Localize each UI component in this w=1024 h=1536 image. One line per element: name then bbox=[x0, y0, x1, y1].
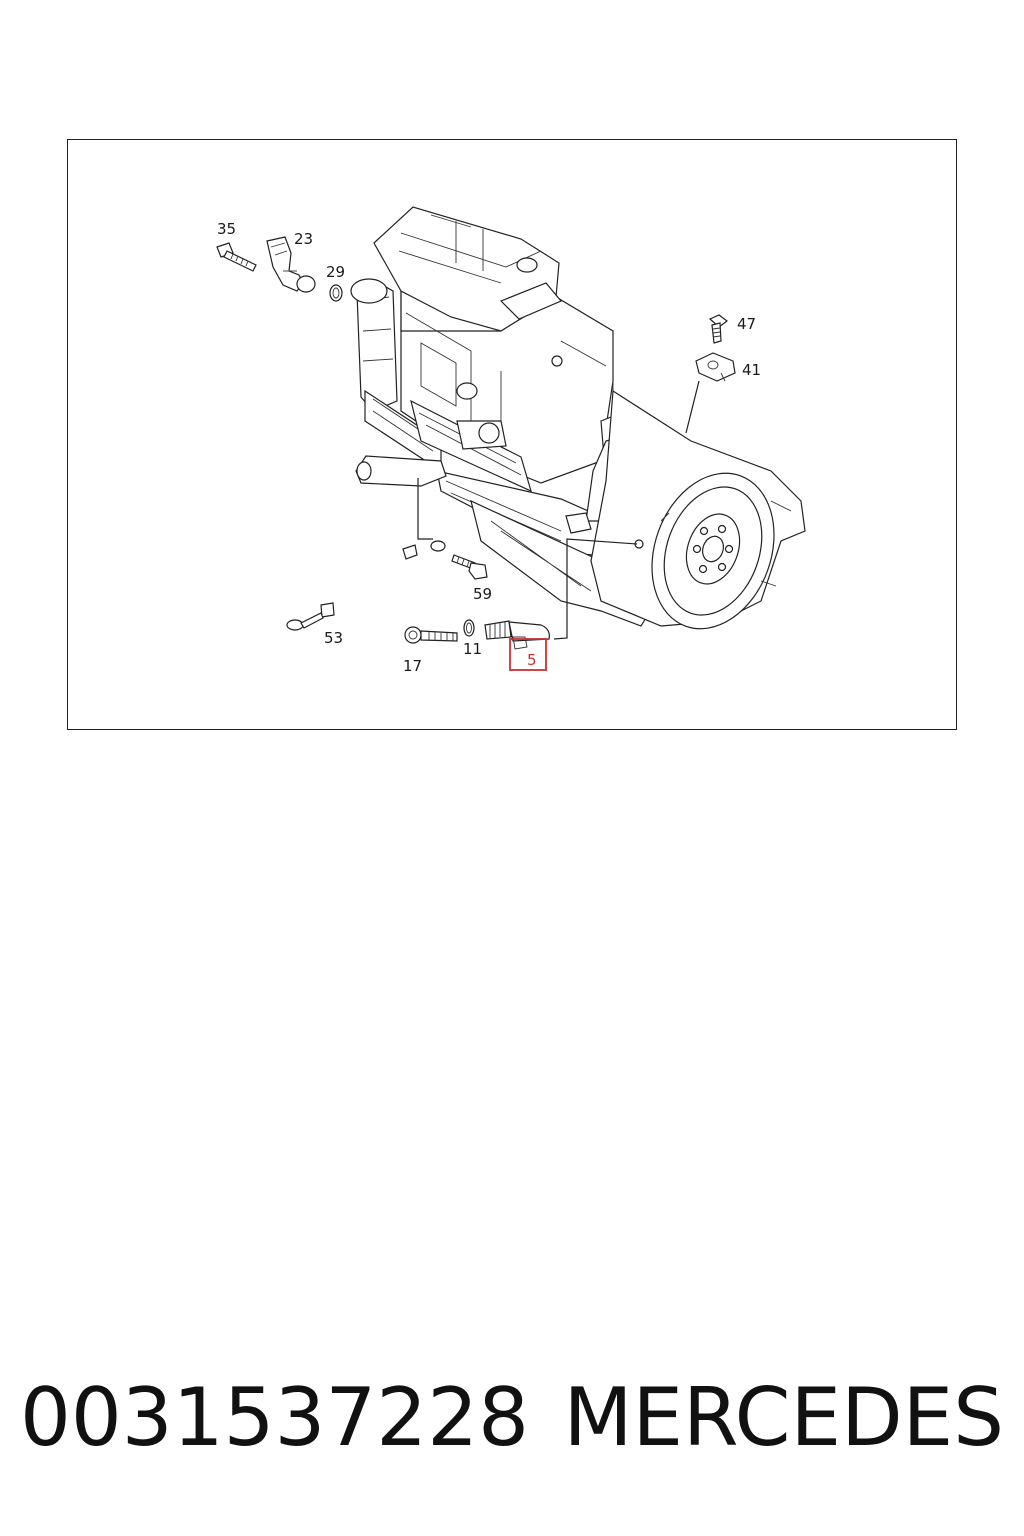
callout-59[interactable]: 59 bbox=[473, 585, 492, 603]
callout-41[interactable]: 41 bbox=[742, 361, 761, 379]
callout-5[interactable]: 5 bbox=[527, 651, 537, 669]
diagram-frame: 35 23 29 47 41 bbox=[67, 139, 957, 730]
leader-53 bbox=[417, 478, 433, 540]
part-35-bolt bbox=[216, 242, 257, 272]
leader-5 bbox=[553, 538, 638, 640]
callout-53[interactable]: 53 bbox=[324, 629, 343, 647]
part-47-bolt bbox=[708, 314, 728, 344]
part-23-sensor bbox=[266, 236, 316, 293]
part-29-seal bbox=[329, 284, 343, 302]
callout-29[interactable]: 29 bbox=[326, 263, 345, 281]
transmission-drawing bbox=[590, 389, 806, 630]
part-17-bolt bbox=[404, 626, 458, 644]
callout-47[interactable]: 47 bbox=[737, 315, 756, 333]
part-5-sensor bbox=[484, 620, 550, 650]
part-59-bolt bbox=[451, 554, 488, 580]
part-53-cable bbox=[286, 540, 446, 631]
part-11-seal bbox=[463, 619, 475, 637]
engine-parts-diagram: 35 23 29 47 41 bbox=[216, 206, 806, 675]
leader-41 bbox=[685, 380, 700, 434]
part-41-sensor bbox=[695, 352, 736, 382]
engine-drawing bbox=[350, 206, 657, 627]
callout-17[interactable]: 17 bbox=[403, 657, 422, 675]
highlight-box-5[interactable] bbox=[509, 638, 547, 671]
callout-11[interactable]: 11 bbox=[463, 640, 482, 658]
brand-name: MERCEDES bbox=[563, 1370, 1004, 1464]
callout-23[interactable]: 23 bbox=[294, 230, 313, 248]
part-number: 0031537228 bbox=[20, 1370, 529, 1464]
callout-35[interactable]: 35 bbox=[217, 220, 236, 238]
footer-bar: 0031537228 MERCEDES bbox=[20, 1362, 1004, 1472]
